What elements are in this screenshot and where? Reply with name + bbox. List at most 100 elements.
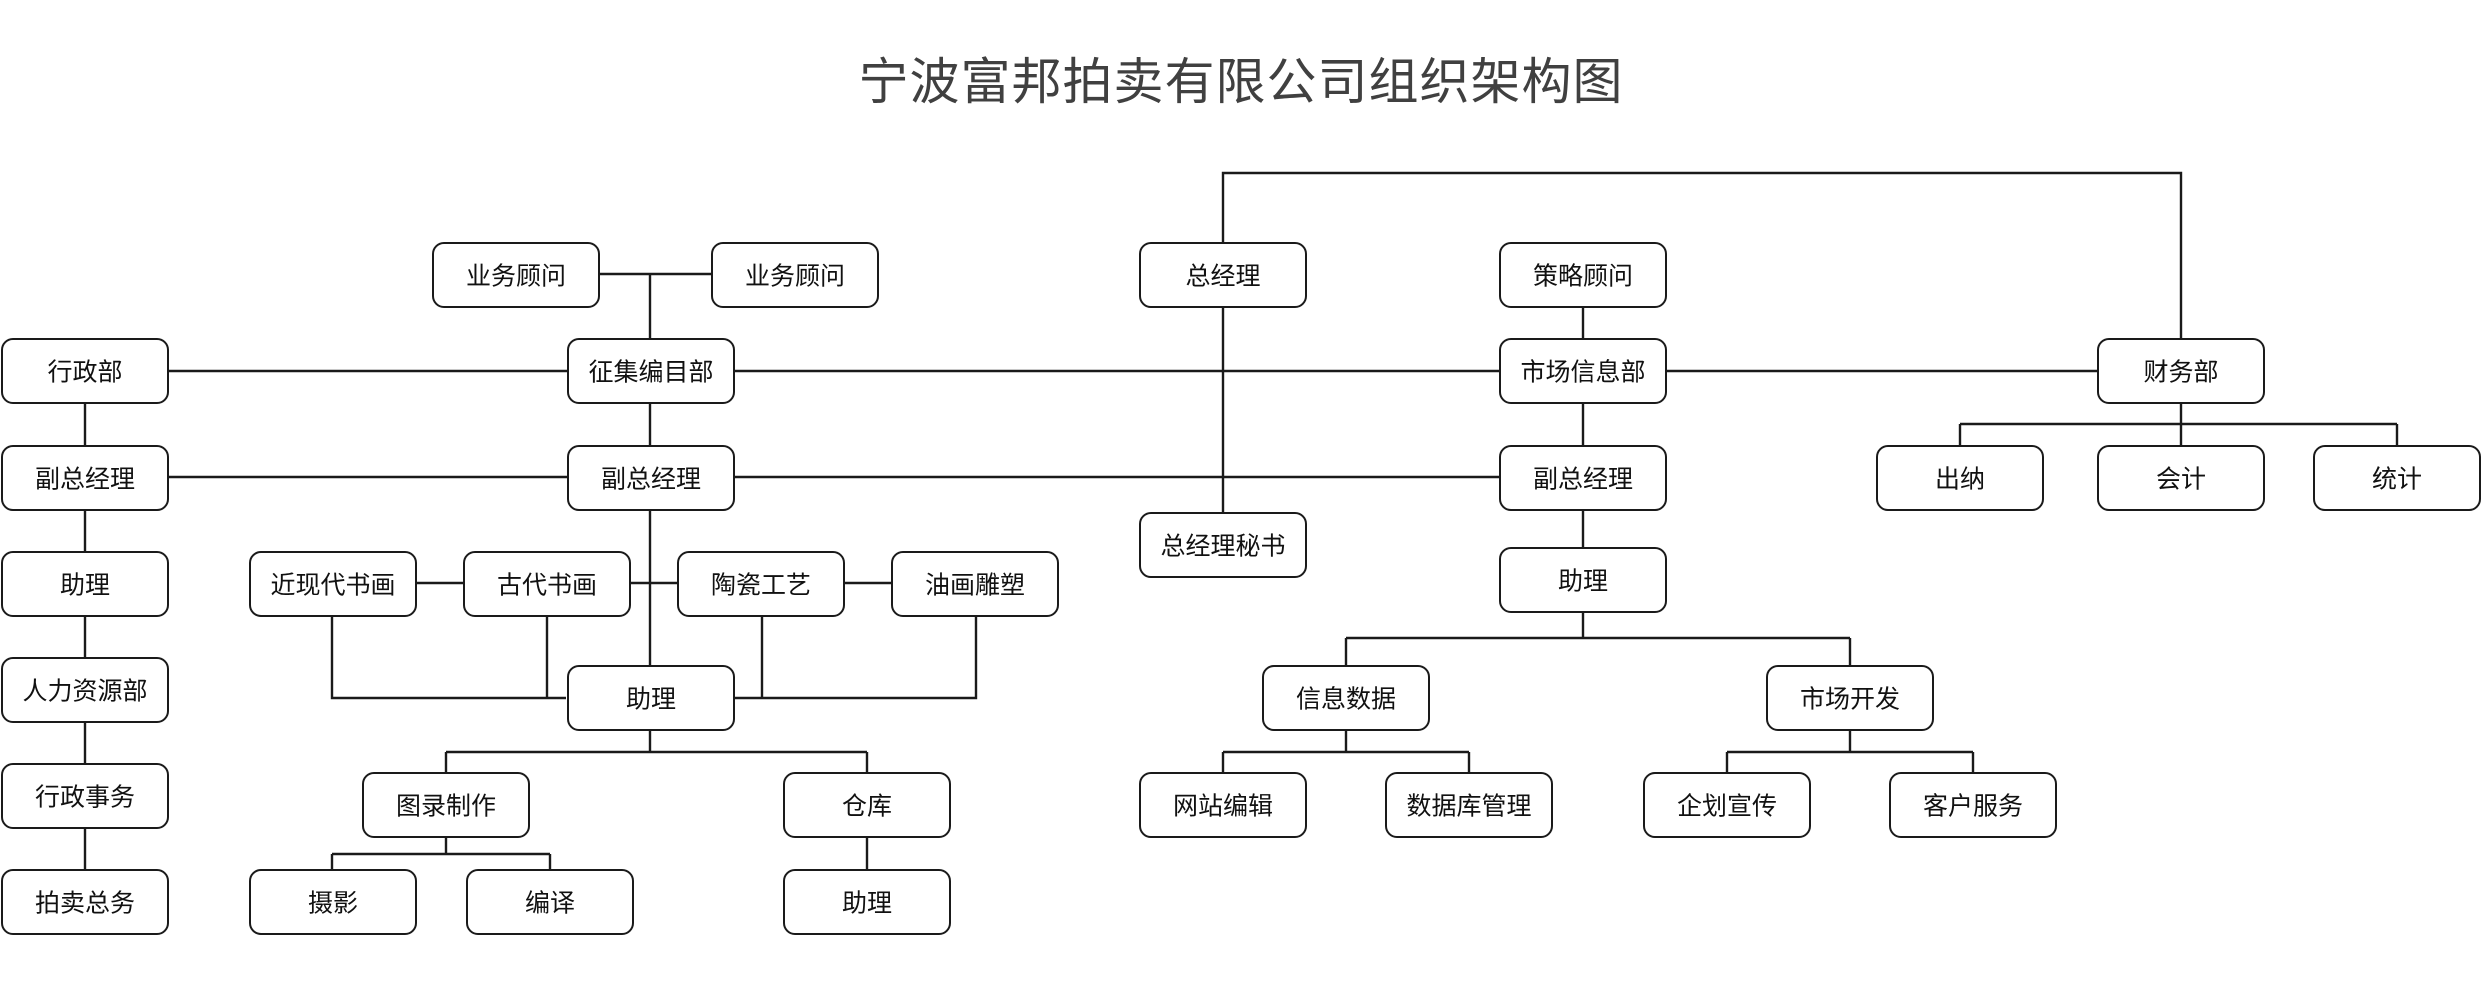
edge-gm-finance [1221,171,2183,338]
node-box [567,338,735,404]
node-market-dev: 市场开发 [1766,665,1934,731]
edge-consultants [598,272,712,338]
edge-catalog-children [330,836,552,870]
edge-finance-children [1958,404,2399,445]
node-label: 策略顾问 [1533,262,1633,291]
node-translation: 编译 [466,869,634,935]
node-label: 市场开发 [1800,685,1900,714]
node-biz-consultant-1: 业务顾问 [432,242,600,308]
node-label: 助理 [842,889,892,918]
node-label: 副总经理 [35,465,135,494]
node-box [2313,445,2481,511]
node-database-mgmt: 数据库管理 [1385,772,1553,838]
node-label: 企划宣传 [1677,792,1777,821]
node-market-deputy-gm: 副总经理 [1499,445,1667,511]
node-customer-service: 客户服务 [1889,772,2057,838]
node-gm-secretary: 总经理秘书 [1139,512,1307,578]
node-label: 统计 [2372,465,2422,494]
node-box [2097,338,2265,404]
edge-info-children [1221,730,1471,772]
node-label: 编译 [525,889,575,918]
node-box [1643,772,1811,838]
node-box [1499,338,1667,404]
node-label: 总经理 [1185,262,1260,291]
node-box [1262,665,1430,731]
node-box [1499,242,1667,308]
node-planning-promo: 企划宣传 [1643,772,1811,838]
node-auction-affairs: 拍卖总务 [1,869,169,935]
node-box [249,551,417,617]
node-box [466,869,634,935]
node-box [1499,547,1667,613]
node-box [1,445,169,511]
node-layer: 业务顾问业务顾问总经理策略顾问行政部征集编目部市场信息部财务部副总经理副总经理副… [1,242,2481,935]
node-label: 陶瓷工艺 [711,571,811,600]
node-box [1876,445,2044,511]
node-biz-consultant-2: 业务顾问 [711,242,879,308]
node-label: 总经理秘书 [1160,532,1285,561]
node-label: 摄影 [308,889,358,918]
connector-lines [83,171,2399,870]
node-label: 人力资源部 [22,677,147,706]
node-label: 客户服务 [1923,792,2023,821]
node-label: 拍卖总务 [35,889,135,918]
node-box [1139,242,1307,308]
node-warehouse-assistant: 助理 [783,869,951,935]
node-label: 会计 [2156,465,2206,494]
edge-art-to-assistant [330,616,978,700]
node-info-data: 信息数据 [1262,665,1430,731]
node-statistics: 统计 [2313,445,2481,511]
node-label: 出纳 [1935,465,1985,494]
node-ceramics: 陶瓷工艺 [677,551,845,617]
node-box [567,665,735,731]
node-ancient-painting: 古代书画 [463,551,631,617]
node-oil-sculpture: 油画雕塑 [891,551,1059,617]
node-box [362,772,530,838]
node-hr-dept: 人力资源部 [1,657,169,723]
node-label: 业务顾问 [466,262,566,291]
node-box [783,772,951,838]
node-label: 图录制作 [396,792,496,821]
node-box [783,869,951,935]
node-market-assistant: 助理 [1499,547,1667,613]
edge-assistant-children [444,731,869,772]
node-box [432,242,600,308]
node-box [1,657,169,723]
node-collection-assistant: 助理 [567,665,735,731]
node-box [567,445,735,511]
node-label: 网站编辑 [1173,792,1273,821]
node-box [1499,445,1667,511]
node-accounting: 会计 [2097,445,2265,511]
node-label: 业务顾问 [745,262,845,291]
node-box [711,242,879,308]
node-collection-deputy-gm: 副总经理 [567,445,735,511]
node-label: 财务部 [2143,358,2218,387]
node-label: 助理 [626,685,676,714]
node-label: 副总经理 [601,465,701,494]
node-finance-dept: 财务部 [2097,338,2265,404]
node-box [891,551,1059,617]
node-box [2097,445,2265,511]
node-modern-painting: 近现代书画 [249,551,417,617]
node-box [1766,665,1934,731]
node-general-manager: 总经理 [1139,242,1307,308]
node-market-info-dept: 市场信息部 [1499,338,1667,404]
node-box [1,551,169,617]
node-box [1,869,169,935]
node-label: 行政部 [47,358,122,387]
node-label: 行政事务 [35,783,135,812]
node-label: 助理 [1558,567,1608,596]
node-label: 助理 [60,571,110,600]
node-label: 市场信息部 [1520,358,1645,387]
node-catalog-production: 图录制作 [362,772,530,838]
node-admin-deputy-gm: 副总经理 [1,445,169,511]
edge-market-assistant-children [1344,636,1852,666]
node-label: 油画雕塑 [925,571,1025,600]
node-box [1,338,169,404]
node-cashier: 出纳 [1876,445,2044,511]
node-website-edit: 网站编辑 [1139,772,1307,838]
edge-dev-children [1725,730,1975,772]
node-box [1,763,169,829]
node-label: 副总经理 [1533,465,1633,494]
